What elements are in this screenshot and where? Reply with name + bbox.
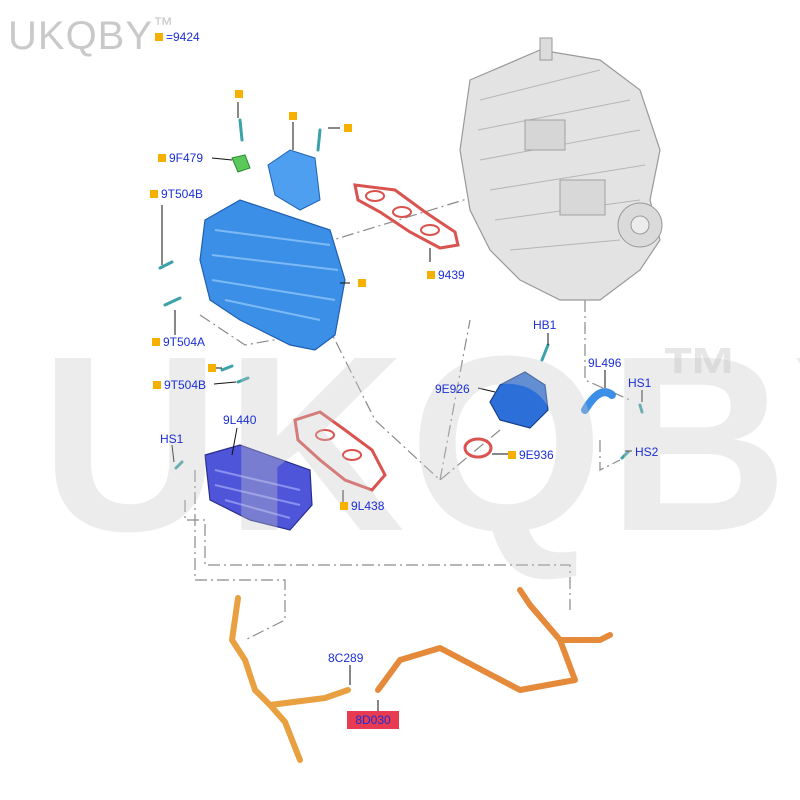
leader-hs2 bbox=[599, 440, 621, 471]
marker-icon bbox=[508, 451, 516, 459]
legend-text: =9424 bbox=[166, 30, 200, 44]
sensor-9F479 bbox=[231, 154, 251, 173]
upper-cover-part bbox=[267, 149, 321, 211]
leader-to-engine bbox=[439, 319, 471, 481]
watermark-tm-small: ™ bbox=[153, 14, 175, 36]
leader-cooler-upper bbox=[184, 500, 571, 610]
leader-lines bbox=[184, 194, 631, 641]
callout-9L440: 9L440 bbox=[223, 413, 257, 427]
bolts bbox=[158, 118, 644, 470]
callout-text: 9F479 bbox=[169, 151, 204, 165]
callout-text: 9T504A bbox=[163, 335, 206, 349]
callout-9E926: 9E926 bbox=[435, 382, 470, 396]
watermark-brand-small: UKQBY™ bbox=[8, 14, 174, 59]
leader-cooler-lower bbox=[194, 470, 286, 641]
watermark-brand-text: UKQBY bbox=[8, 14, 154, 58]
marker-icon bbox=[153, 381, 161, 389]
legend-entry: =9424 bbox=[155, 30, 200, 44]
watermark-tm-large: ™ bbox=[660, 331, 740, 420]
callout-9T504A: 9T504A bbox=[152, 335, 205, 349]
callout-text: 9T504B bbox=[161, 187, 204, 201]
callout-8D030-highlight: 8D030 bbox=[347, 711, 399, 729]
marker-icon bbox=[150, 190, 158, 198]
callout-text: 9T504B bbox=[164, 378, 207, 392]
callout-9L438: 9L438 bbox=[340, 499, 384, 513]
callout-9T504B-bottom: 9T504B bbox=[153, 378, 206, 392]
leader-manifold-lower bbox=[199, 314, 501, 481]
marker-icon bbox=[152, 338, 160, 346]
hose-8D030 bbox=[375, 587, 613, 693]
callout-9L496: 9L496 bbox=[588, 356, 622, 370]
watermark-brand-large: UKQBY bbox=[40, 304, 800, 583]
marker-icon bbox=[158, 154, 166, 162]
callout-9T504B-top: 9T504B bbox=[150, 187, 203, 201]
callout-text: 9L438 bbox=[351, 499, 385, 513]
cooler-9L440 bbox=[204, 444, 313, 531]
legend-marker-icon bbox=[155, 33, 163, 41]
callout-9439: 9439 bbox=[427, 268, 465, 282]
legend-markers bbox=[208, 90, 366, 372]
marker-icon bbox=[340, 502, 348, 510]
callout-text: 9E936 bbox=[519, 448, 554, 462]
cooler-gasket bbox=[293, 410, 387, 492]
manifold-gasket bbox=[353, 183, 460, 250]
callout-HS1-left: HS1 bbox=[160, 432, 184, 446]
callout-8C289: 8C289 bbox=[328, 651, 364, 665]
hose-9L496 bbox=[581, 388, 616, 414]
intake-manifold bbox=[199, 199, 346, 351]
callout-9E936: 9E936 bbox=[508, 448, 554, 462]
housing-9E926 bbox=[489, 371, 549, 429]
callout-9F479: 9F479 bbox=[158, 151, 203, 165]
callout-text: 9439 bbox=[438, 268, 465, 282]
hose-8C289 bbox=[229, 595, 351, 763]
callout-HS2: HS2 bbox=[635, 445, 659, 459]
engine-block bbox=[459, 37, 663, 301]
callout-HB1: HB1 bbox=[533, 318, 557, 332]
callout-leaders bbox=[161, 102, 643, 711]
callout-HS1-right: HS1 bbox=[628, 376, 652, 390]
marker-icon bbox=[427, 271, 435, 279]
o-ring-9E936 bbox=[463, 437, 493, 459]
